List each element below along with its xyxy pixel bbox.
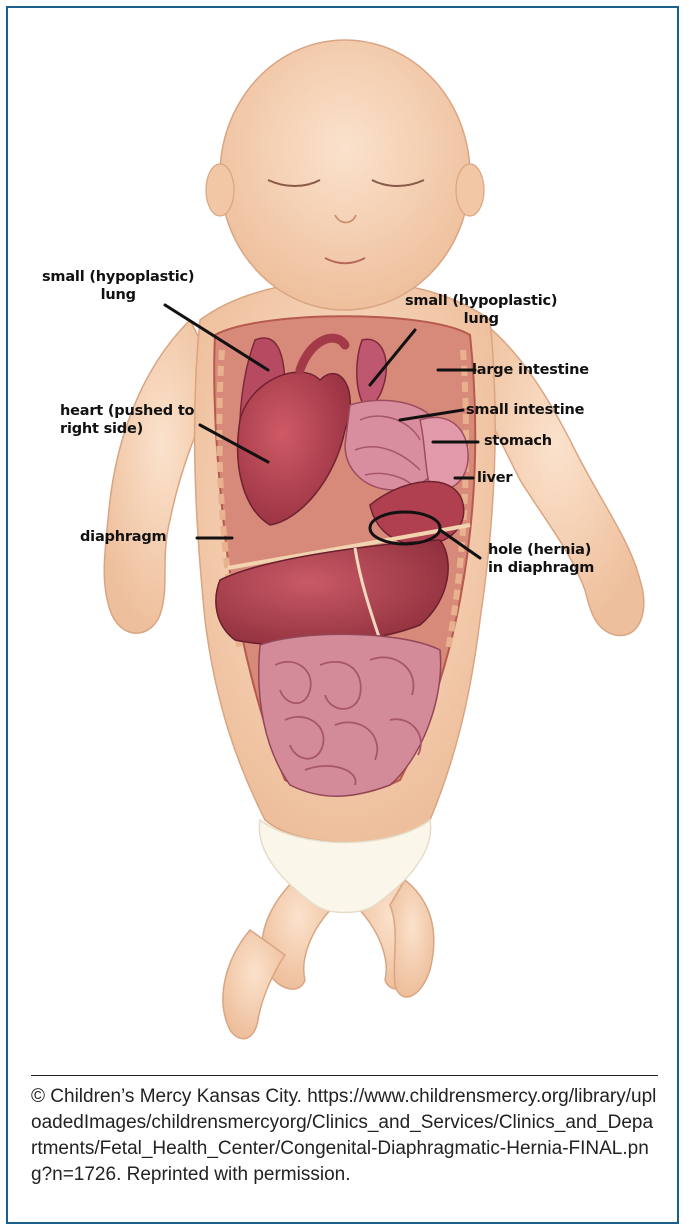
label-small-intestine: small intestine (466, 401, 584, 419)
label-stomach: stomach (484, 432, 552, 450)
label-diaphragm: diaphragm (80, 528, 166, 546)
label-heart: heart (pushed to right side) (60, 402, 194, 438)
head (220, 40, 470, 310)
label-lung-left: small (hypoplastic) lung (42, 268, 194, 304)
right-ear (456, 164, 484, 216)
left-ear (206, 164, 234, 216)
figure-caption: © Children’s Mercy Kansas City. https://… (31, 1075, 658, 1188)
label-large-intestine: large intestine (472, 361, 589, 379)
right-foot (390, 880, 434, 997)
label-lung-right: small (hypoplastic) lung (405, 292, 557, 328)
label-liver: liver (477, 469, 512, 487)
label-hernia: hole (hernia) in diaphragm (488, 541, 594, 577)
